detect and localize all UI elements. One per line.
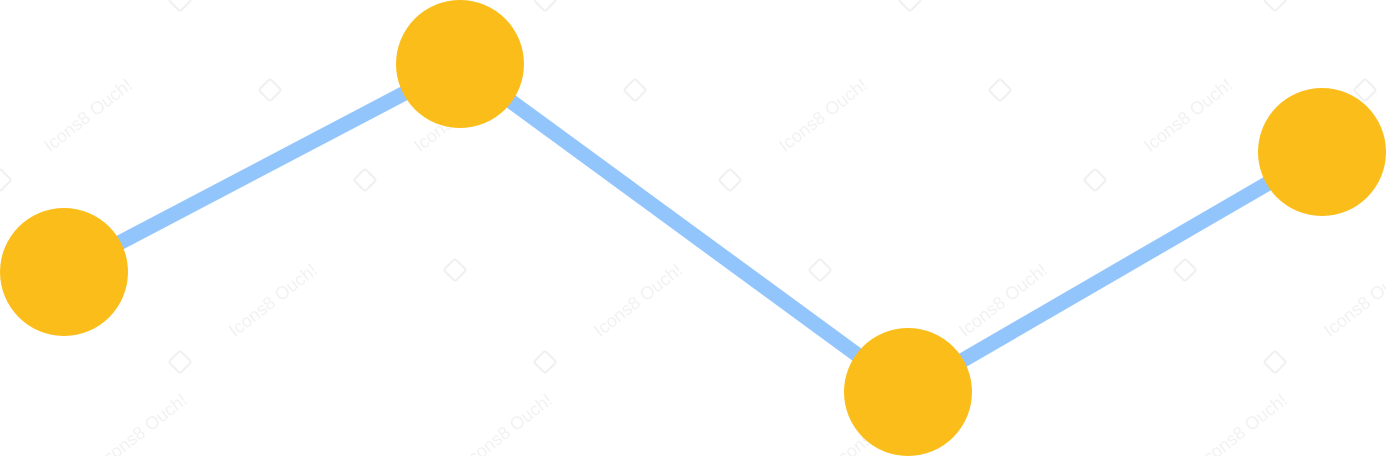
connector-line-1 xyxy=(60,57,464,279)
connector-line-2 xyxy=(455,57,913,399)
node-4 xyxy=(1258,88,1386,216)
connector-line-3 xyxy=(904,145,1326,399)
node-1 xyxy=(0,208,128,336)
connector-lines xyxy=(60,57,1326,399)
node-2 xyxy=(396,0,524,128)
node-3 xyxy=(844,328,972,456)
